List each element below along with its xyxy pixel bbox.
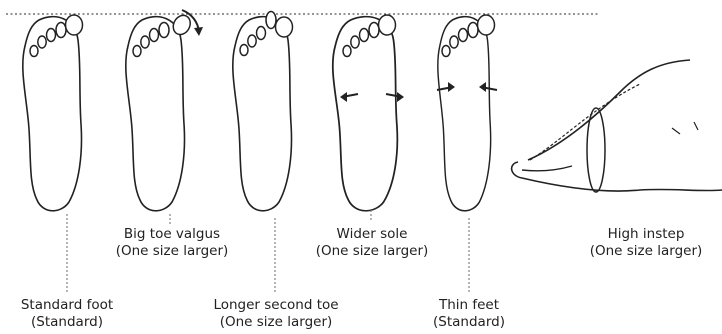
high-instep-illustration — [512, 60, 722, 192]
size-recommendation: (Standard) — [433, 314, 505, 331]
foot-type-name: High instep — [590, 226, 703, 243]
foot-type-name: Wider sole — [316, 226, 429, 243]
instep-measuring-loop — [587, 108, 605, 192]
foot-type-name: Standard foot — [21, 297, 113, 314]
size-recommendation: (One size larger) — [213, 314, 338, 331]
label-thin-feet: Thin feet (Standard) — [433, 297, 505, 331]
label-longer-second-toe: Longer second toe (One size larger) — [213, 297, 338, 331]
thin-feet-illustration — [437, 15, 497, 211]
foot-type-name: Longer second toe — [213, 297, 338, 314]
size-recommendation: (One size larger) — [316, 243, 429, 260]
wider-sole-illustration — [333, 15, 404, 211]
foot-type-name: Thin feet — [433, 297, 505, 314]
label-high-instep: High instep (One size larger) — [590, 226, 703, 260]
label-wider-sole: Wider sole (One size larger) — [316, 226, 429, 260]
size-recommendation: (Standard) — [21, 314, 113, 331]
foot-type-name: Big toe valgus — [116, 226, 229, 243]
size-recommendation: (One size larger) — [590, 243, 703, 260]
standard-foot-illustration — [23, 15, 83, 211]
inward-arrows-icon — [437, 82, 497, 92]
size-recommendation: (One size larger) — [116, 243, 229, 260]
label-big-toe-valgus: Big toe valgus (One size larger) — [116, 226, 229, 260]
label-standard-foot: Standard foot (Standard) — [21, 297, 113, 331]
big-toe-valgus-illustration — [126, 10, 203, 211]
longer-second-toe-illustration — [233, 12, 293, 211]
outward-arrows-icon — [340, 92, 404, 102]
